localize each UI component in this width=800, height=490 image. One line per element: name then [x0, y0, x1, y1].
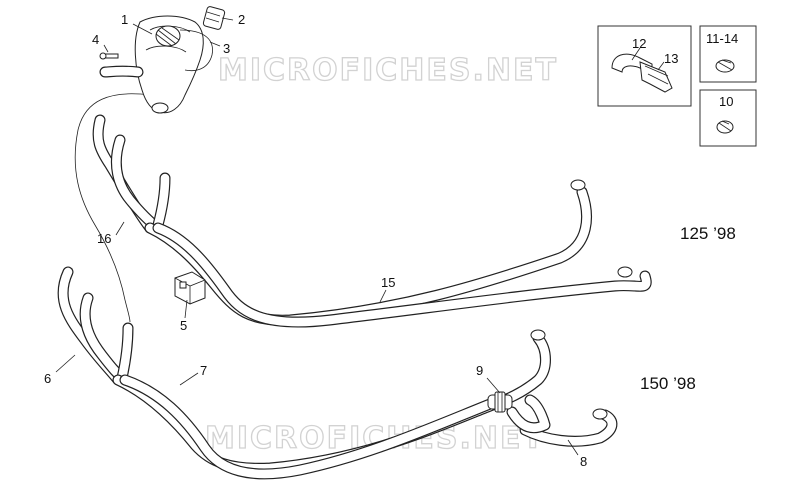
- lower-hose-assembly: [57, 266, 618, 480]
- inline-fitting: [487, 391, 513, 413]
- callout-12: 12: [632, 36, 646, 51]
- bracket: [174, 271, 206, 305]
- callout-5: 5: [180, 318, 187, 333]
- overflow-hose: [179, 29, 213, 72]
- callout-11-14: 11-14: [706, 31, 738, 46]
- callout-3: 3: [223, 41, 230, 56]
- box-11-14: [699, 25, 757, 83]
- callout-10: 10: [719, 94, 733, 109]
- hose-clamp-small: [716, 120, 734, 134]
- callout-1: 1: [121, 12, 128, 27]
- callout-7: 7: [200, 363, 207, 378]
- leader-lines: [55, 17, 665, 456]
- screw: [99, 52, 119, 60]
- callout-16: 16: [97, 231, 111, 246]
- tank-cap: [202, 6, 226, 30]
- breather-line: [74, 93, 151, 323]
- callout-15: 15: [381, 275, 395, 290]
- watermark-top: MICROFICHES.NET: [218, 53, 558, 88]
- expansion-tank: [99, 15, 204, 114]
- callout-9: 9: [476, 363, 483, 378]
- callout-2: 2: [238, 12, 245, 27]
- callout-13: 13: [664, 51, 678, 66]
- callout-8: 8: [580, 454, 587, 469]
- clips: [611, 53, 673, 93]
- variant-label-upper: 125 ’98: [680, 224, 736, 243]
- hose-clamp-large: [715, 59, 735, 73]
- box-10: [699, 89, 757, 147]
- callout-6: 6: [44, 371, 51, 386]
- variant-label-lower: 150 ’98: [640, 374, 696, 393]
- callout-4: 4: [92, 32, 99, 47]
- upper-hose-assembly: [92, 114, 652, 328]
